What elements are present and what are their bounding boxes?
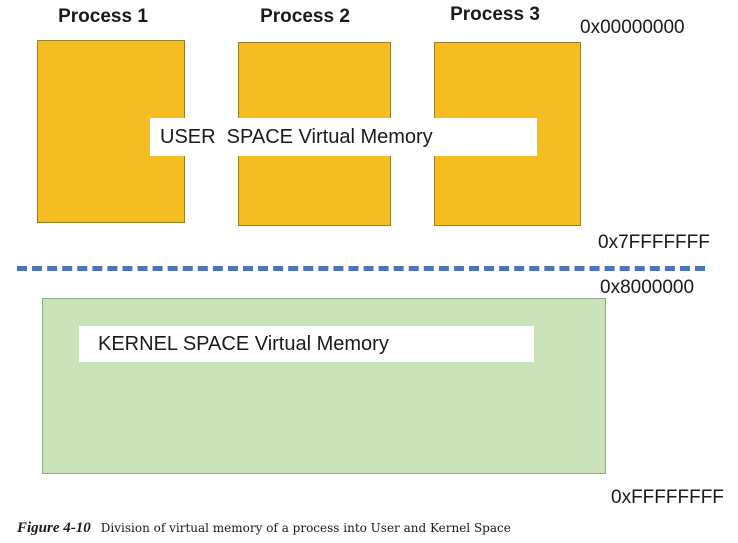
process-3-title: Process 3 xyxy=(450,4,540,25)
address-bottom: 0xFFFFFFFF xyxy=(611,487,724,508)
kernel-space-box xyxy=(42,298,606,474)
figure-caption-text: Division of virtual memory of a process … xyxy=(100,521,511,535)
address-kernel-start: 0x8000000 xyxy=(600,277,695,298)
kernel-space-label: KERNEL SPACE Virtual Memory xyxy=(79,326,534,362)
process-1-title: Process 1 xyxy=(58,6,148,27)
address-top: 0x00000000 xyxy=(580,17,685,38)
user-kernel-divider xyxy=(17,266,705,271)
figure-number: Figure 4-10 xyxy=(17,520,91,536)
user-space-label: USER SPACE Virtual Memory xyxy=(150,118,537,156)
figure-caption: Figure 4-10 Division of virtual memory of… xyxy=(17,520,511,537)
process-2-title: Process 2 xyxy=(260,6,350,27)
address-user-end: 0x7FFFFFFF xyxy=(598,232,710,253)
